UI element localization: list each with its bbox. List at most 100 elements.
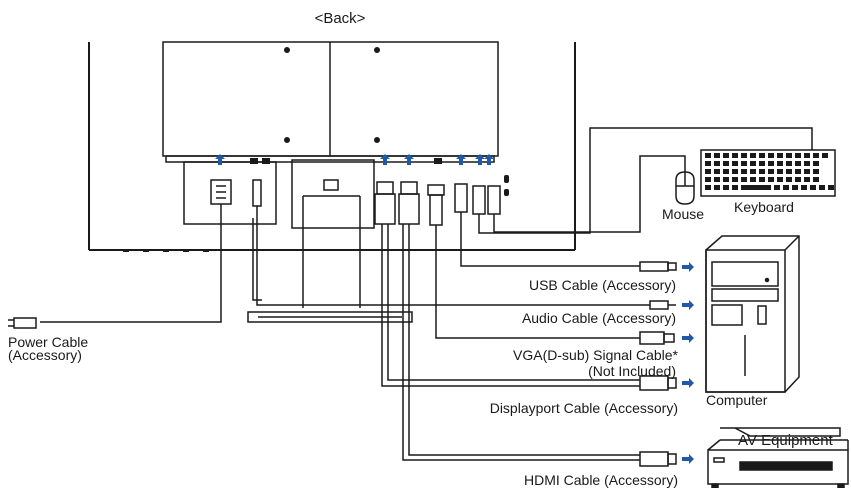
keyboard-key [768, 161, 774, 166]
keyboard-key [804, 177, 810, 182]
keyboard-key [786, 169, 792, 174]
computer-label: Computer [706, 392, 768, 408]
keyboard-key [750, 177, 756, 182]
keyboard-key [828, 185, 834, 190]
av-equipment-label: AV Equipment [738, 432, 833, 449]
keyboard-key [750, 161, 756, 166]
view-title: <Back> [314, 10, 366, 27]
arrow-right-icon [682, 378, 694, 388]
keyboard-key [822, 153, 828, 158]
keyboard-key [813, 153, 819, 158]
keyboard-key [723, 169, 729, 174]
keyboard-key [705, 153, 711, 158]
keyboard-key [804, 161, 810, 166]
keyboard-key [714, 177, 720, 182]
keyboard-key [741, 177, 747, 182]
security-lock-icon [504, 175, 509, 183]
keyboard-key [768, 169, 774, 174]
keyboard-key [795, 169, 801, 174]
keyboard-key [714, 185, 720, 190]
keyboard-key [774, 185, 780, 190]
control-buttons [123, 249, 209, 252]
keyboard-key [750, 153, 756, 158]
keyboard-key [741, 153, 747, 158]
keyboard-key [732, 177, 738, 182]
keyboard-key [723, 161, 729, 166]
connectors [210, 179, 501, 226]
keyboard-key [705, 185, 711, 190]
keyboard-key [759, 169, 765, 174]
keyboard-key [714, 161, 720, 166]
arrow-right-icon [682, 454, 694, 464]
keyboard-key [732, 185, 738, 190]
monitor-stand [247, 179, 413, 323]
keyboard-key [732, 169, 738, 174]
arrow-right-icon [682, 262, 694, 272]
keyboard-key [777, 153, 783, 158]
keyboard-key [759, 177, 765, 182]
mouse-icon [675, 171, 695, 205]
mount-screws [284, 47, 380, 143]
keyboard-key [792, 185, 798, 190]
keyboard-key [783, 185, 789, 190]
keyboard-key [813, 161, 819, 166]
keyboard-key [804, 169, 810, 174]
av-equipment-icon [707, 427, 849, 489]
keyboard-key [786, 153, 792, 158]
arrow-right-icon [682, 333, 694, 343]
keyboard-key [750, 169, 756, 174]
keyboard-key [714, 169, 720, 174]
keyboard-key [705, 161, 711, 166]
keyboard-key [777, 169, 783, 174]
keyboard-key [786, 177, 792, 182]
keyboard-key [777, 177, 783, 182]
displayport-cable-label: Displayport Cable (Accessory) [489, 400, 678, 416]
keyboard-key [741, 161, 747, 166]
cable-plugs [8, 261, 677, 467]
audio-cable-label: Audio Cable (Accessory) [521, 310, 676, 326]
power-cable-label: Power Cable [8, 334, 89, 350]
keyboard-key [741, 169, 747, 174]
direction-arrows [682, 262, 694, 464]
keyboard-key [777, 161, 783, 166]
keyboard-key [759, 161, 765, 166]
power-cable-accessory-label: (Accessory) [8, 347, 82, 363]
cables [40, 127, 813, 461]
keyboard-key [732, 153, 738, 158]
keyboard-key [723, 153, 729, 158]
keyboard-key [723, 185, 729, 190]
keyboard-key [786, 161, 792, 166]
keyboard-key [810, 185, 816, 190]
keyboard-key [801, 185, 807, 190]
vga-not-included-label: (Not Included) [588, 363, 676, 379]
keyboard-key [795, 161, 801, 166]
keyboard-key [732, 161, 738, 166]
keyboard-key [819, 185, 825, 190]
port-symbols [250, 158, 509, 196]
keyboard-key [768, 153, 774, 158]
keyboard-key [813, 177, 819, 182]
hdmi-cable-label: HDMI Cable (Accessory) [523, 472, 678, 488]
keyboard-icon [700, 149, 836, 197]
arrow-right-icon [682, 300, 694, 310]
vga-cable-label: VGA(D-sub) Signal Cable* [513, 347, 678, 363]
keyboard-label: Keyboard [734, 199, 794, 215]
keyboard-key [813, 169, 819, 174]
keyboard-key [768, 177, 774, 182]
keyboard-key [705, 169, 711, 174]
keyboard-key [795, 153, 801, 158]
keyboard-key [723, 177, 729, 182]
keyboard-key [759, 153, 765, 158]
keyboard-key [705, 177, 711, 182]
monitor-back [88, 42, 576, 251]
monitor-panel [162, 41, 499, 229]
keyboard-key [714, 153, 720, 158]
mouse-label: Mouse [662, 206, 705, 222]
keyboard-key [741, 185, 771, 190]
keyboard-key [804, 153, 810, 158]
usb-cable-label: USB Cable (Accessory) [528, 277, 676, 293]
keyboard-key [795, 177, 801, 182]
computer-icon [705, 235, 800, 393]
